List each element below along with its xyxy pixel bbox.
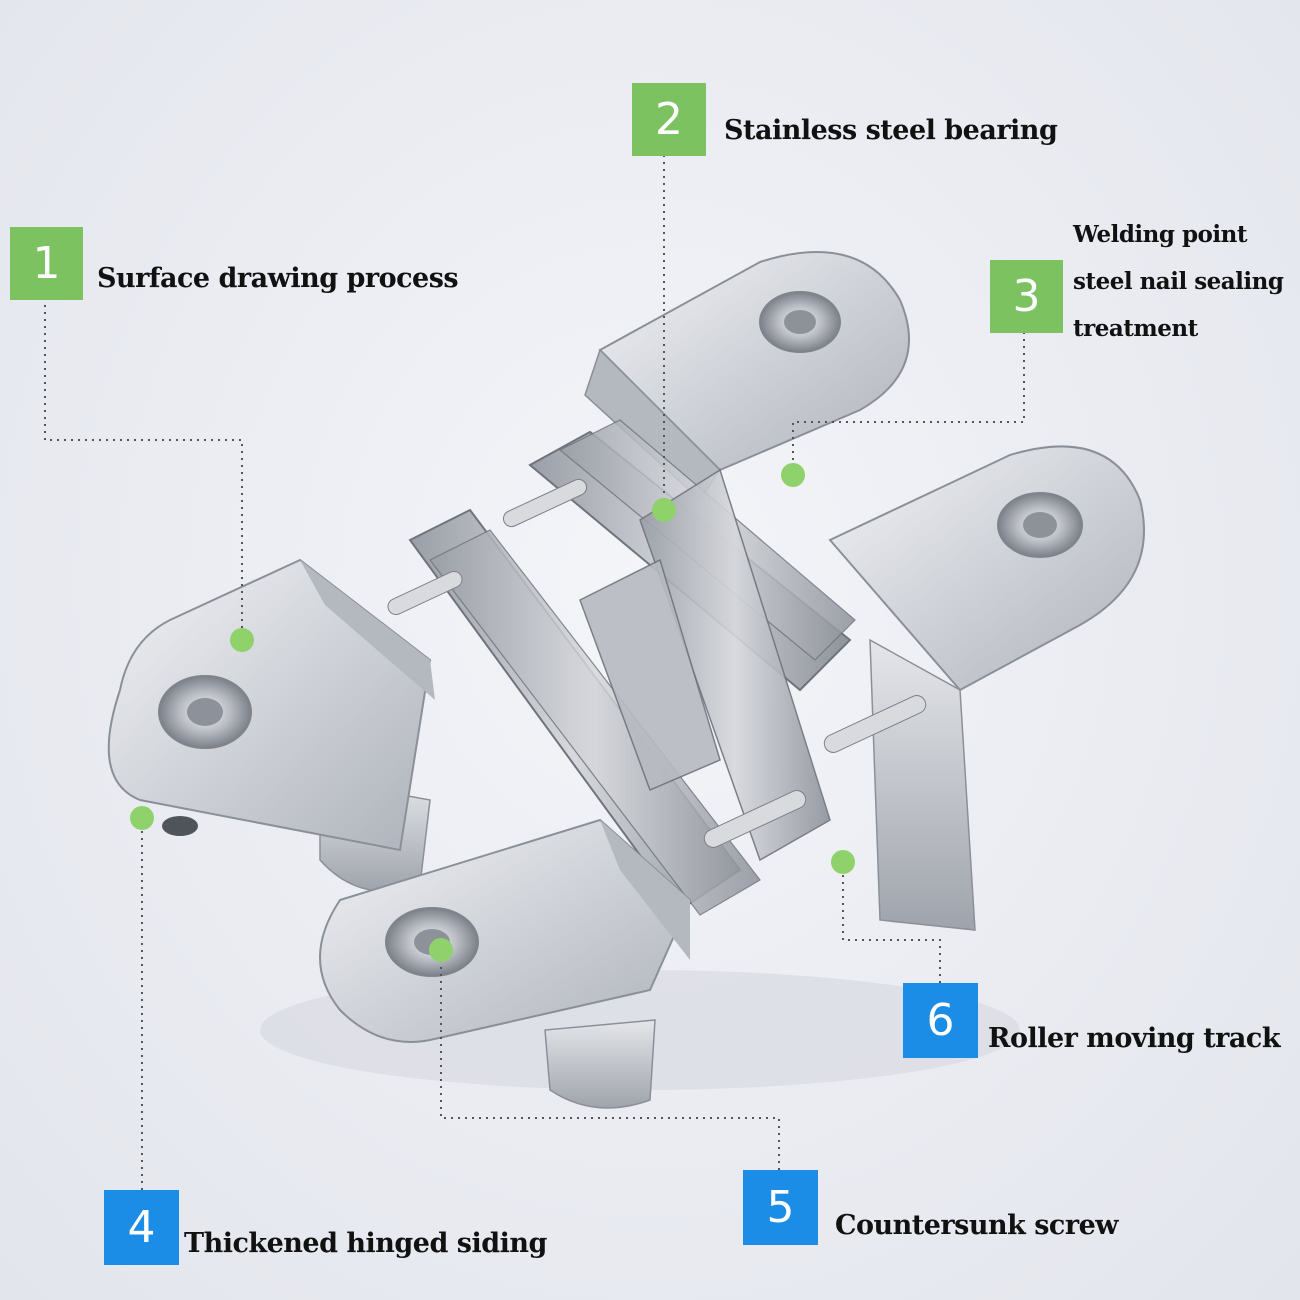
callout-label-3-line-1: Welding point <box>1073 221 1247 248</box>
callout-label-3-line-3: treatment <box>1073 315 1198 342</box>
hinge-link-stack <box>387 419 927 916</box>
marker-dot-3 <box>781 463 805 487</box>
callout-label-5: Countersunk screw <box>835 1210 1119 1241</box>
leader-line-1 <box>44 298 243 640</box>
callout-label-3-line-2: steel nail sealing <box>1073 268 1284 295</box>
marker-dot-1 <box>230 628 254 652</box>
leader-line-3 <box>792 332 1025 475</box>
callout-badge-6: 6 <box>903 983 978 1058</box>
marker-dot-6 <box>831 850 855 874</box>
lower-left-leaf <box>107 558 435 852</box>
callout-badge-1: 1 <box>10 227 83 300</box>
leader-line-5 <box>440 950 780 1170</box>
callout-badge-3: 3 <box>990 260 1063 333</box>
callout-label-1: Surface drawing process <box>97 263 459 294</box>
callout-label-6: Roller moving track <box>988 1023 1281 1054</box>
marker-dot-2 <box>652 498 676 522</box>
callout-label-2: Stainless steel bearing <box>724 115 1058 146</box>
callout-badge-2: 2 <box>632 83 706 156</box>
marker-dot-4 <box>130 806 154 830</box>
callout-label-3: Welding point steel nail sealing treatme… <box>1073 211 1284 352</box>
callout-badge-4: 4 <box>104 1190 179 1265</box>
callout-label-4: Thickened hinged siding <box>184 1228 547 1259</box>
upper-back-leaf <box>584 251 910 502</box>
marker-dot-5 <box>429 938 453 962</box>
callout-badge-5: 5 <box>743 1170 818 1245</box>
leader-line-6 <box>842 862 941 983</box>
lower-front-leaf <box>319 818 692 1043</box>
